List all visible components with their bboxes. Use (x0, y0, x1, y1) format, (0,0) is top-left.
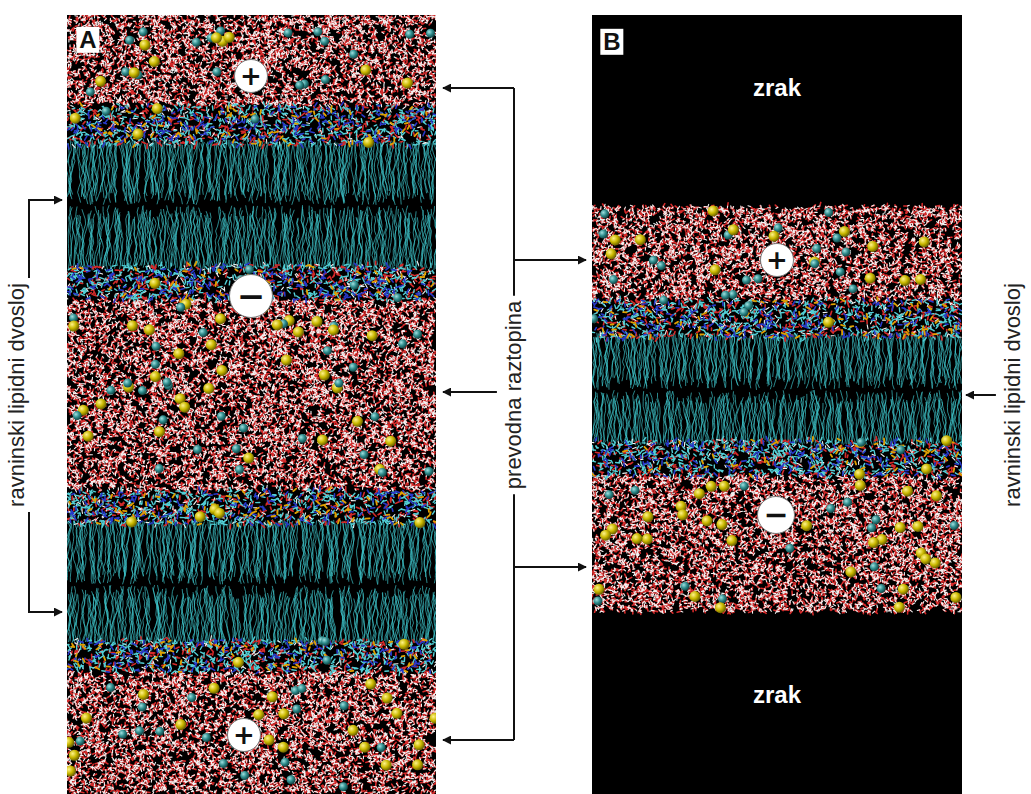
solution-label: prevodna raztopina (502, 301, 526, 489)
charge-sign: + (240, 63, 262, 89)
charge-sign: + (233, 722, 255, 748)
bilayer-label: ravninski lipidni dvosloj (1001, 283, 1025, 507)
charge-circle: − (229, 274, 273, 318)
charge-circle: + (760, 243, 794, 277)
panel-letter: B (600, 29, 623, 55)
charge-circle: − (757, 496, 795, 534)
charge-sign: − (763, 500, 788, 530)
panel-letter: A (76, 27, 99, 53)
charge-circle: + (234, 59, 268, 93)
air-label: zrak (753, 75, 801, 101)
bilayer-label: ravninski lipidni dvosloj (5, 283, 29, 507)
charge-circle: + (227, 718, 261, 752)
charge-sign: + (766, 247, 788, 273)
air-label: zrak (753, 682, 801, 708)
charge-sign: − (237, 279, 266, 313)
